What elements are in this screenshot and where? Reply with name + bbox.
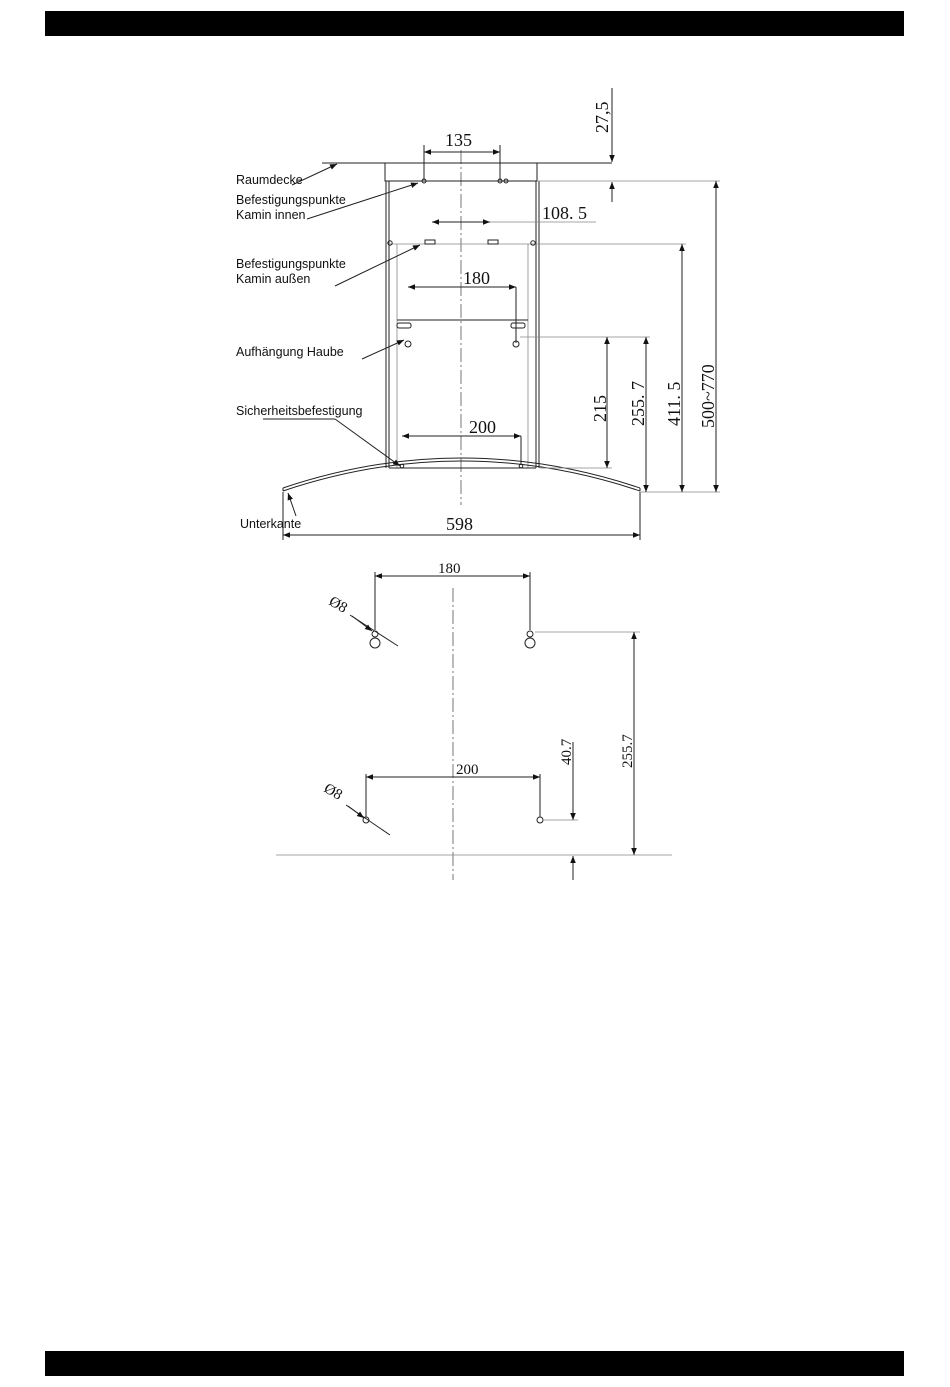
fixing-point-outer xyxy=(531,241,535,245)
label-sicherheit: Sicherheitsbefestigung xyxy=(236,404,363,418)
hole-upper-right xyxy=(525,638,535,648)
dim-200: 200 xyxy=(469,417,496,437)
dim-200-bottom: 200 xyxy=(456,762,479,778)
label-kamin-innen: Kamin innen xyxy=(236,208,306,222)
label-kamin-aussen: Kamin außen xyxy=(236,272,310,286)
dim-108-5: 108. 5 xyxy=(542,203,587,223)
dim-255-7: 255. 7 xyxy=(628,381,648,426)
hole-pattern-drawing: 180 Ø8 200 Ø8 40.7 255.7 xyxy=(276,561,672,880)
label-befestigung-aussen: Befestigungspunkte xyxy=(236,257,346,271)
hood-canopy xyxy=(283,458,640,488)
label-aufhaengung: Aufhängung Haube xyxy=(236,345,344,359)
fixing-point-outer xyxy=(388,241,392,245)
hole-lower-right xyxy=(537,817,543,823)
label-befestigung-innen: Befestigungspunkte xyxy=(236,193,346,207)
dim-180-bottom: 180 xyxy=(438,561,461,577)
dim-598: 598 xyxy=(446,514,473,534)
dim-180: 180 xyxy=(463,268,490,288)
hook xyxy=(405,341,411,347)
dim-dia-8-upper: Ø8 xyxy=(326,594,350,617)
front-view-drawing: Raumdecke Befestigungspunkte Kamin innen… xyxy=(236,88,720,540)
label-raumdecke: Raumdecke xyxy=(236,173,303,187)
dim-135: 135 xyxy=(445,130,472,150)
dim-dia-8-lower: Ø8 xyxy=(321,781,345,804)
dim-255-7-bottom: 255.7 xyxy=(620,734,636,768)
dim-40-7: 40.7 xyxy=(559,738,575,765)
dim-500-770: 500~770 xyxy=(698,364,718,428)
dim-215: 215 xyxy=(590,395,610,422)
dim-411-5: 411. 5 xyxy=(664,382,684,426)
dim-27-5: 27,5 xyxy=(592,102,612,134)
hole-upper-left xyxy=(370,638,380,648)
label-unterkante: Unterkante xyxy=(240,517,301,531)
